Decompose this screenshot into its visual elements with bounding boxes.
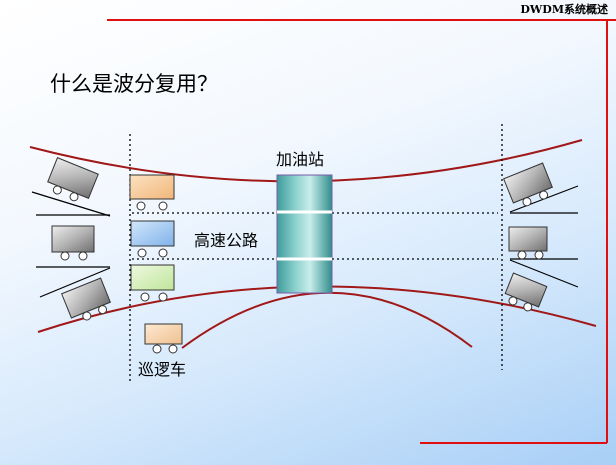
highway-label: 高速公路 bbox=[194, 231, 259, 250]
slide-title: 什么是波分复用？ bbox=[50, 72, 218, 96]
truck-right-bottom bbox=[504, 272, 548, 312]
truck-left-bottom bbox=[61, 277, 111, 321]
patrol-car bbox=[144, 323, 183, 354]
truck-right-middle bbox=[508, 226, 548, 260]
gas-station-label: 加油站 bbox=[276, 150, 325, 169]
left-ramp-1 bbox=[31, 191, 111, 217]
truck-right-top bbox=[503, 162, 553, 207]
header-title: DWDM系统概述 bbox=[520, 3, 608, 16]
right-ramp-4 bbox=[509, 259, 579, 288]
car-blue bbox=[130, 220, 175, 258]
patrol-road-arc bbox=[181, 291, 473, 349]
patrol-car-label: 巡逻车 bbox=[138, 360, 187, 379]
truck-left-top bbox=[47, 157, 99, 202]
truck-left-middle bbox=[51, 225, 95, 261]
car-orange bbox=[129, 174, 175, 211]
car-green bbox=[130, 264, 175, 302]
gas-station bbox=[276, 174, 333, 294]
left-ramp-4 bbox=[39, 267, 111, 298]
